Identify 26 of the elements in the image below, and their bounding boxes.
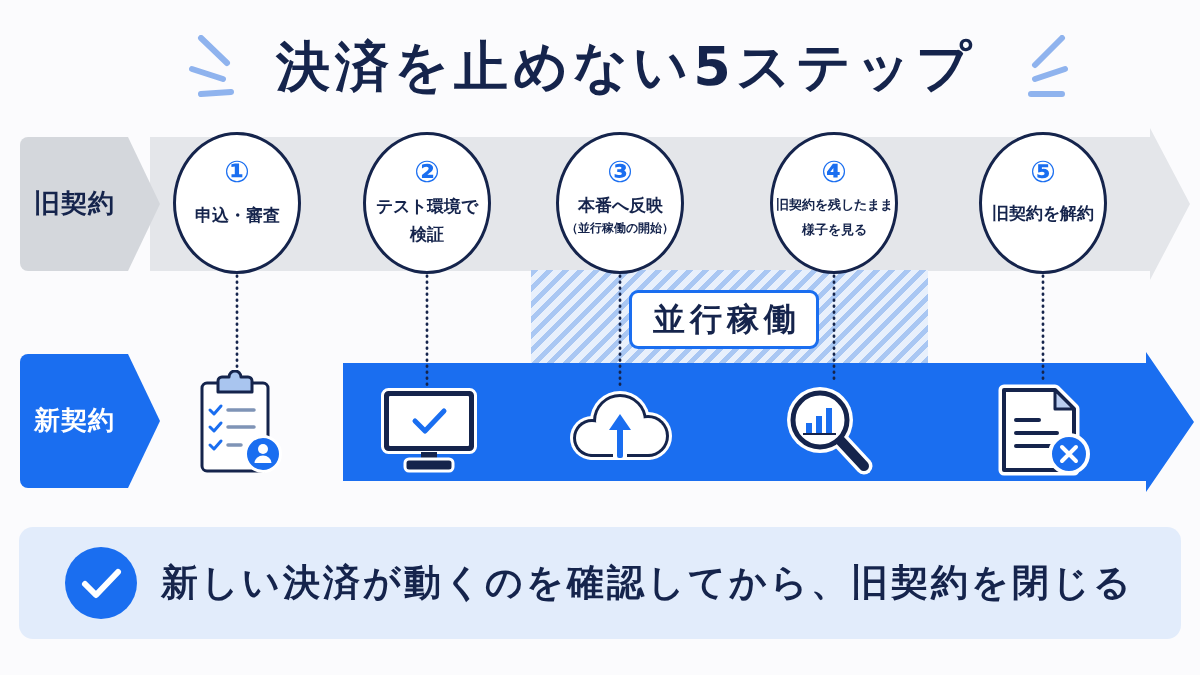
step-title: テスト環境で検証 <box>375 195 480 246</box>
step-title: 旧契約を残したまま様子を見る <box>774 196 894 239</box>
step-note: （並行稼働の開始） <box>566 220 674 237</box>
row-tab <box>20 137 160 271</box>
diagram-title: 決済を止めない5ステップ <box>276 35 976 100</box>
step-number: ⑤ <box>1030 155 1056 188</box>
row-label: 旧契約 <box>34 188 115 220</box>
step-number: ② <box>414 155 440 188</box>
step-number: ① <box>224 155 250 188</box>
step-number: ④ <box>821 155 847 188</box>
step-title: 本番へ反映 <box>577 194 663 217</box>
row-label: 新契約 <box>34 405 115 437</box>
period-label: 並行稼働 <box>651 300 801 339</box>
dotted-connector <box>425 274 429 388</box>
step-title: 旧契約を解約 <box>992 202 1094 225</box>
period-label-box <box>629 290 819 349</box>
dotted-connector <box>235 274 239 370</box>
summary-text: 新しい決済が動くのを確認してから、旧契約を閉じる <box>161 560 1134 606</box>
monitor-check-icon <box>381 388 477 474</box>
summary-banner <box>19 527 1181 639</box>
row-tab <box>20 354 160 488</box>
step-title: 申込・審査 <box>194 204 280 227</box>
step-number: ③ <box>607 155 633 188</box>
document-x-icon <box>997 384 1091 476</box>
magnifier-chart-icon <box>786 386 874 476</box>
cloud-upload-icon <box>568 390 672 462</box>
